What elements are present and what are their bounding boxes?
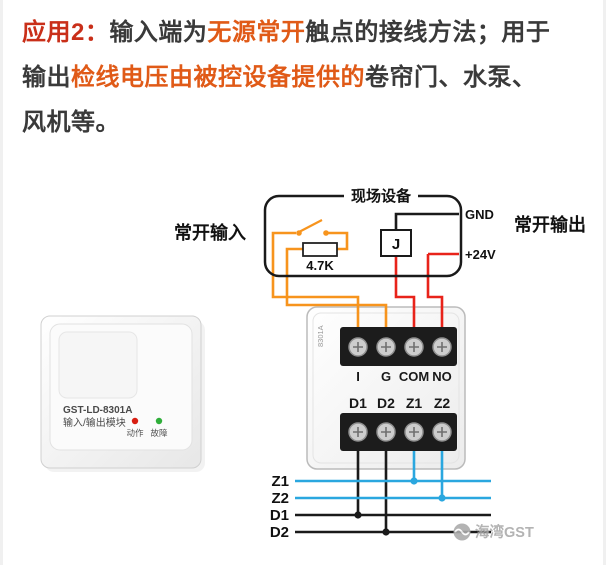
relay-label: J xyxy=(392,236,400,253)
terminal-label-d1: D1 xyxy=(349,395,367,411)
fault-led-label: 故障 xyxy=(150,428,168,438)
terminal-label-z2: Z2 xyxy=(434,395,451,411)
watermark-logo-wave xyxy=(454,528,470,536)
input-wire-1 xyxy=(271,231,360,336)
terminal-label-i: I xyxy=(356,369,360,384)
switch-lever-icon xyxy=(298,219,323,233)
screw-slots xyxy=(353,342,447,352)
module-photo: GST-LD-8301A 输入/输出模块 动作 故障 xyxy=(40,315,205,472)
action-led-icon xyxy=(131,417,139,425)
d1-junction-dot xyxy=(354,511,362,519)
input-wire-2 xyxy=(328,231,349,251)
z1-bus-label: Z1 xyxy=(271,473,289,490)
title-segment: 风机等。 xyxy=(22,109,120,136)
input-side-label: 常开输入 xyxy=(174,222,246,243)
top-terminal-block: I G COM NO xyxy=(340,327,457,384)
field-device-label: 现场设备 xyxy=(351,187,412,205)
relay-box xyxy=(380,229,412,257)
field-device-outline xyxy=(263,194,463,278)
terminal-label-z1: Z1 xyxy=(406,395,423,411)
title-segment: 触点的接线方法；用于 xyxy=(305,19,551,46)
title-segment: 检线电压由被控设备提供的 xyxy=(71,64,365,91)
terminal-label-g: G xyxy=(381,369,391,384)
module-photo-name-label: 输入/输出模块 xyxy=(63,416,126,429)
terminal-board-side-marking: 8301A xyxy=(316,325,325,347)
title-segment: 无源常开 xyxy=(207,19,306,46)
wiring-diagram: GST-LD-8301A 输入/输出模块 动作 故障 8301A 4.7K xyxy=(40,187,586,541)
terminal-screws xyxy=(348,337,452,357)
power-label: +24V xyxy=(465,247,496,262)
field-device-label-bg xyxy=(344,188,418,203)
output-side-label: 常开输出 xyxy=(514,214,586,235)
title-segment: 卷帘门、水泵、 xyxy=(365,64,537,91)
bottom-terminal-strip xyxy=(340,413,457,451)
input-wire-3 xyxy=(285,247,388,336)
resistor-icon xyxy=(302,242,338,257)
z2-junction-dot xyxy=(438,494,446,502)
fault-led-icon xyxy=(155,417,163,425)
title-segment: 输入端为 xyxy=(109,19,208,46)
action-led-label: 动作 xyxy=(126,428,144,438)
terminal-label-d2: D2 xyxy=(377,395,395,411)
title-text: 应用2：输入端为无源常开触点的接线方法；用于 输出检线电压由被控设备提供的卷帘门… xyxy=(22,10,597,145)
d2-bus-label: D2 xyxy=(270,524,289,541)
gnd-label: GND xyxy=(465,207,494,222)
module-photo-inset xyxy=(58,331,138,399)
terminal-label-com: COM xyxy=(399,369,429,384)
top-terminal-strip xyxy=(340,327,457,366)
field-device-box: 现场设备 xyxy=(263,187,463,278)
switch-contact-dot xyxy=(323,230,329,236)
bottom-terminal-block: D1 D2 Z1 Z2 xyxy=(340,395,457,451)
screw-slots xyxy=(353,427,447,437)
d2-junction-dot xyxy=(382,528,390,536)
d1-bus-label: D1 xyxy=(270,507,289,524)
module-photo-model-label: GST-LD-8301A xyxy=(63,405,132,416)
title-segment: 输出 xyxy=(22,64,71,91)
resistor-value-label: 4.7K xyxy=(306,258,334,273)
title-segment: 应用2： xyxy=(22,19,110,46)
watermark-text: 海湾GST xyxy=(475,523,534,541)
input-loop-circuit: 4.7K xyxy=(271,219,388,336)
watermark: 海湾GST xyxy=(453,523,534,541)
terminal-label-no: NO xyxy=(432,369,452,384)
z2-bus-label: Z2 xyxy=(271,490,289,507)
z1-junction-dot xyxy=(410,477,418,485)
terminal-screws xyxy=(348,422,452,442)
gnd-wire xyxy=(394,212,459,230)
